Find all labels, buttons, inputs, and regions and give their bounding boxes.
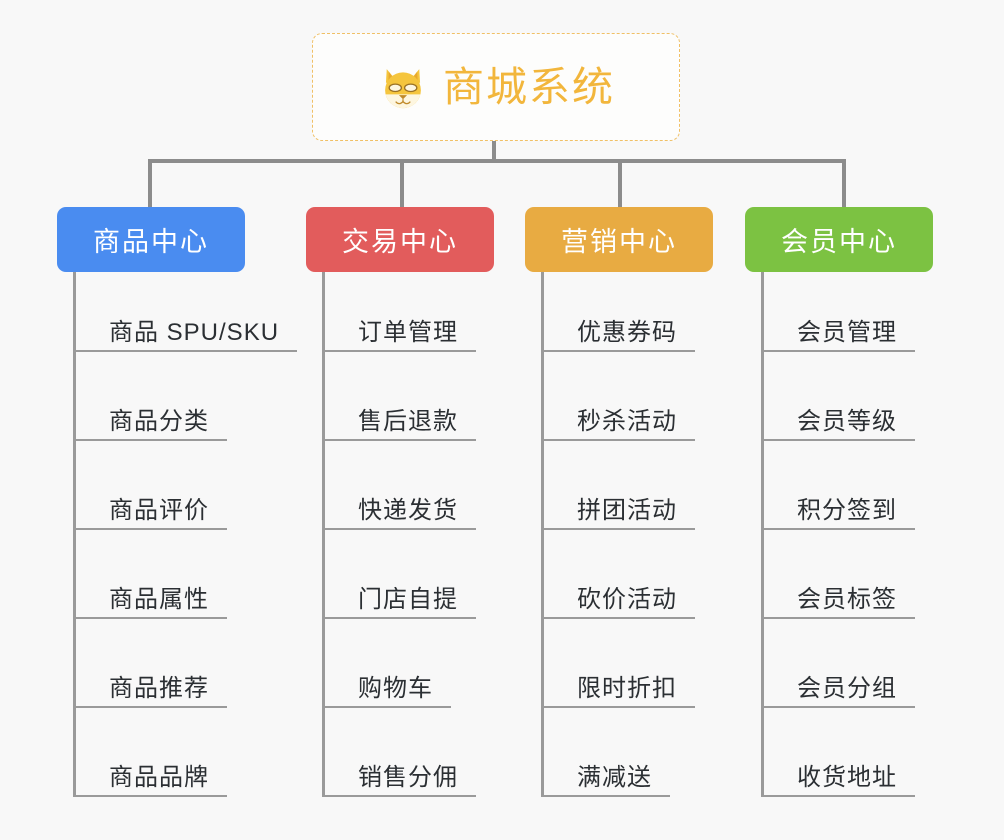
category-label-3: 营销中心 [561, 227, 677, 257]
branch-leaf-underline [541, 706, 695, 708]
branch-leaf-label: 购物车 [358, 674, 433, 702]
branch-leaf-label: 商品推荐 [109, 674, 209, 702]
branch-leaf[interactable]: 拼团活动 [541, 450, 695, 530]
branch-leaf-underline [541, 350, 695, 352]
branch-leaf-underline [541, 617, 695, 619]
branch-leaf[interactable]: 商品评价 [73, 450, 227, 530]
connector-drop-4 [842, 159, 846, 207]
branch-leaf-label: 商品 SPU/SKU [109, 318, 280, 346]
connector-root-stem [492, 141, 496, 163]
branch-leaf-label: 砍价活动 [577, 585, 677, 613]
category-label-1: 商品中心 [93, 227, 209, 257]
branch-leaf[interactable]: 快递发货 [322, 450, 476, 530]
branch-leaf-label: 快递发货 [358, 496, 458, 524]
branch-leaf[interactable]: 商品推荐 [73, 628, 227, 708]
branch-spine [73, 272, 76, 797]
category-box-1[interactable]: 商品中心 [57, 207, 245, 272]
branch-leaf-label: 销售分佣 [358, 763, 458, 791]
branch-leaf[interactable]: 商品品牌 [73, 717, 227, 797]
branch-spine [322, 272, 325, 797]
category-box-2[interactable]: 交易中心 [306, 207, 494, 272]
branch-leaf-underline [322, 617, 476, 619]
branch-leaf-label: 秒杀活动 [577, 407, 677, 435]
branch-leaf-underline [73, 350, 297, 352]
branch-leaf[interactable]: 砍价活动 [541, 539, 695, 619]
branch-leaf-label: 门店自提 [358, 585, 458, 613]
branch-leaf-underline [761, 350, 915, 352]
branch-leaf-label: 收货地址 [797, 763, 897, 791]
branch-spine [761, 272, 764, 797]
branch-leaf[interactable]: 会员等级 [761, 361, 915, 441]
root-node[interactable]: 商城系统 [312, 33, 680, 141]
branch-leaf-underline [761, 706, 915, 708]
branch-leaf-label: 积分签到 [797, 496, 897, 524]
branch-leaf-underline [541, 528, 695, 530]
branch-leaf-underline [73, 795, 227, 797]
branch-leaf-label: 商品评价 [109, 496, 209, 524]
branch-leaf-label: 商品属性 [109, 585, 209, 613]
branch-leaf[interactable]: 商品 SPU/SKU [73, 272, 297, 352]
branch-leaf-underline [541, 439, 695, 441]
branch-leaf[interactable]: 会员分组 [761, 628, 915, 708]
branch-leaf[interactable]: 门店自提 [322, 539, 476, 619]
branch-leaf-underline [322, 795, 476, 797]
branch-leaf-underline [73, 706, 227, 708]
branch-leaf[interactable]: 订单管理 [322, 272, 476, 352]
branch-leaf-underline [761, 439, 915, 441]
branch-leaf-underline [73, 528, 227, 530]
branch-leaf[interactable]: 会员管理 [761, 272, 915, 352]
branch-leaf-label: 满减送 [577, 763, 652, 791]
branch-leaf-underline [322, 528, 476, 530]
branch-leaf-underline [761, 617, 915, 619]
branch-leaf-underline [73, 617, 227, 619]
branch-leaf-label: 会员标签 [797, 585, 897, 613]
branch-leaf-label: 商品分类 [109, 407, 209, 435]
branch-leaf-label: 订单管理 [358, 318, 458, 346]
branch-leaf-underline [322, 350, 476, 352]
branch-leaf[interactable]: 商品属性 [73, 539, 227, 619]
branch-leaf[interactable]: 会员标签 [761, 539, 915, 619]
branch-leaf-label: 优惠券码 [577, 318, 677, 346]
connector-drop-2 [400, 159, 404, 207]
branch-leaf-label: 商品品牌 [109, 763, 209, 791]
branch-leaf[interactable]: 收货地址 [761, 717, 915, 797]
category-label-2: 交易中心 [342, 227, 458, 257]
shiba-inu-icon [377, 61, 429, 113]
branch-spine [541, 272, 544, 797]
branch-leaf[interactable]: 积分签到 [761, 450, 915, 530]
branch-leaf[interactable]: 售后退款 [322, 361, 476, 441]
branch-leaf-label: 售后退款 [358, 407, 458, 435]
root-title: 商城系统 [443, 63, 615, 110]
branch-leaf-label: 会员分组 [797, 674, 897, 702]
connector-drop-3 [618, 159, 622, 207]
branch-leaf-underline [322, 706, 451, 708]
branch-leaf-underline [761, 795, 915, 797]
branch-leaf[interactable]: 商品分类 [73, 361, 227, 441]
branch-leaf[interactable]: 满减送 [541, 717, 670, 797]
branch-leaf-underline [761, 528, 915, 530]
branch-leaf-underline [73, 439, 227, 441]
branch-leaf[interactable]: 限时折扣 [541, 628, 695, 708]
category-label-4: 会员中心 [781, 227, 897, 257]
branch-leaf[interactable]: 秒杀活动 [541, 361, 695, 441]
branch-leaf[interactable]: 优惠券码 [541, 272, 695, 352]
branch-leaf-label: 限时折扣 [577, 674, 677, 702]
branch-leaf-label: 会员管理 [797, 318, 897, 346]
branch-leaf-label: 拼团活动 [577, 496, 677, 524]
category-box-4[interactable]: 会员中心 [745, 207, 933, 272]
branch-leaf-underline [322, 439, 476, 441]
category-box-3[interactable]: 营销中心 [525, 207, 713, 272]
branch-leaf[interactable]: 销售分佣 [322, 717, 476, 797]
connector-drop-1 [148, 159, 152, 207]
branch-leaf[interactable]: 购物车 [322, 628, 451, 708]
branch-leaf-underline [541, 795, 670, 797]
branch-leaf-label: 会员等级 [797, 407, 897, 435]
connector-horizontal-bar [148, 159, 846, 163]
